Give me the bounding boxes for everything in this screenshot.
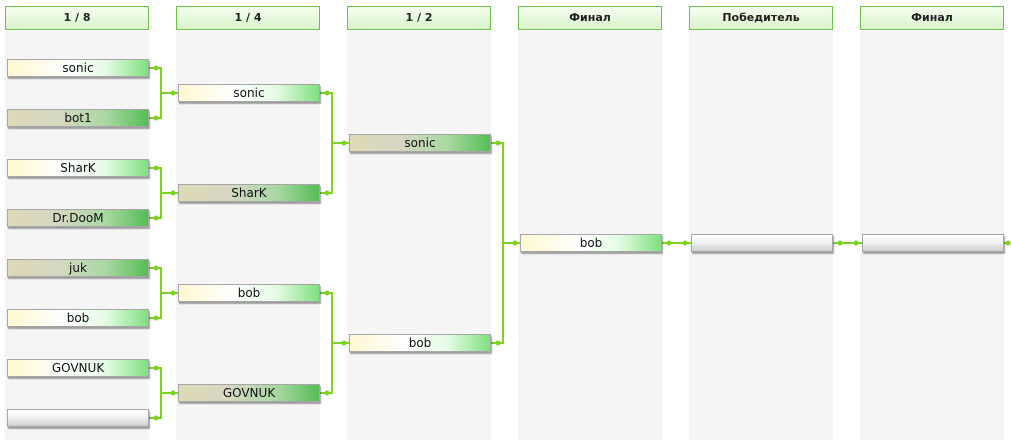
round-header-1-4: 1 / 4	[176, 6, 320, 30]
winner-slot[interactable]	[691, 234, 833, 252]
round-header-winner: Победитель	[689, 6, 833, 30]
match-slot[interactable]: bot1	[7, 109, 149, 127]
match-slot[interactable]: Dr.DooM	[7, 209, 149, 227]
match-slot[interactable]: SharK	[7, 159, 149, 177]
round-header-1-2: 1 / 2	[347, 6, 491, 30]
round-header-1-8: 1 / 8	[5, 6, 149, 30]
round-column-1-2	[347, 31, 491, 440]
match-slot[interactable]: bob	[349, 334, 491, 352]
match-slot[interactable]	[7, 409, 149, 427]
match-slot[interactable]: SharK	[178, 184, 320, 202]
match-slot[interactable]: sonic	[7, 59, 149, 77]
match-slot[interactable]: GOVNUK	[178, 384, 320, 402]
round-header-final: Финал	[518, 6, 662, 30]
match-slot[interactable]: juk	[7, 259, 149, 277]
final-2-slot[interactable]	[862, 234, 1004, 252]
match-slot[interactable]: bob	[178, 284, 320, 302]
final-slot[interactable]: bob	[520, 234, 662, 252]
match-slot[interactable]: sonic	[178, 84, 320, 102]
match-slot[interactable]: sonic	[349, 134, 491, 152]
match-slot[interactable]: bob	[7, 309, 149, 327]
round-header-final-2: Финал	[860, 6, 1004, 30]
match-slot[interactable]: GOVNUK	[7, 359, 149, 377]
